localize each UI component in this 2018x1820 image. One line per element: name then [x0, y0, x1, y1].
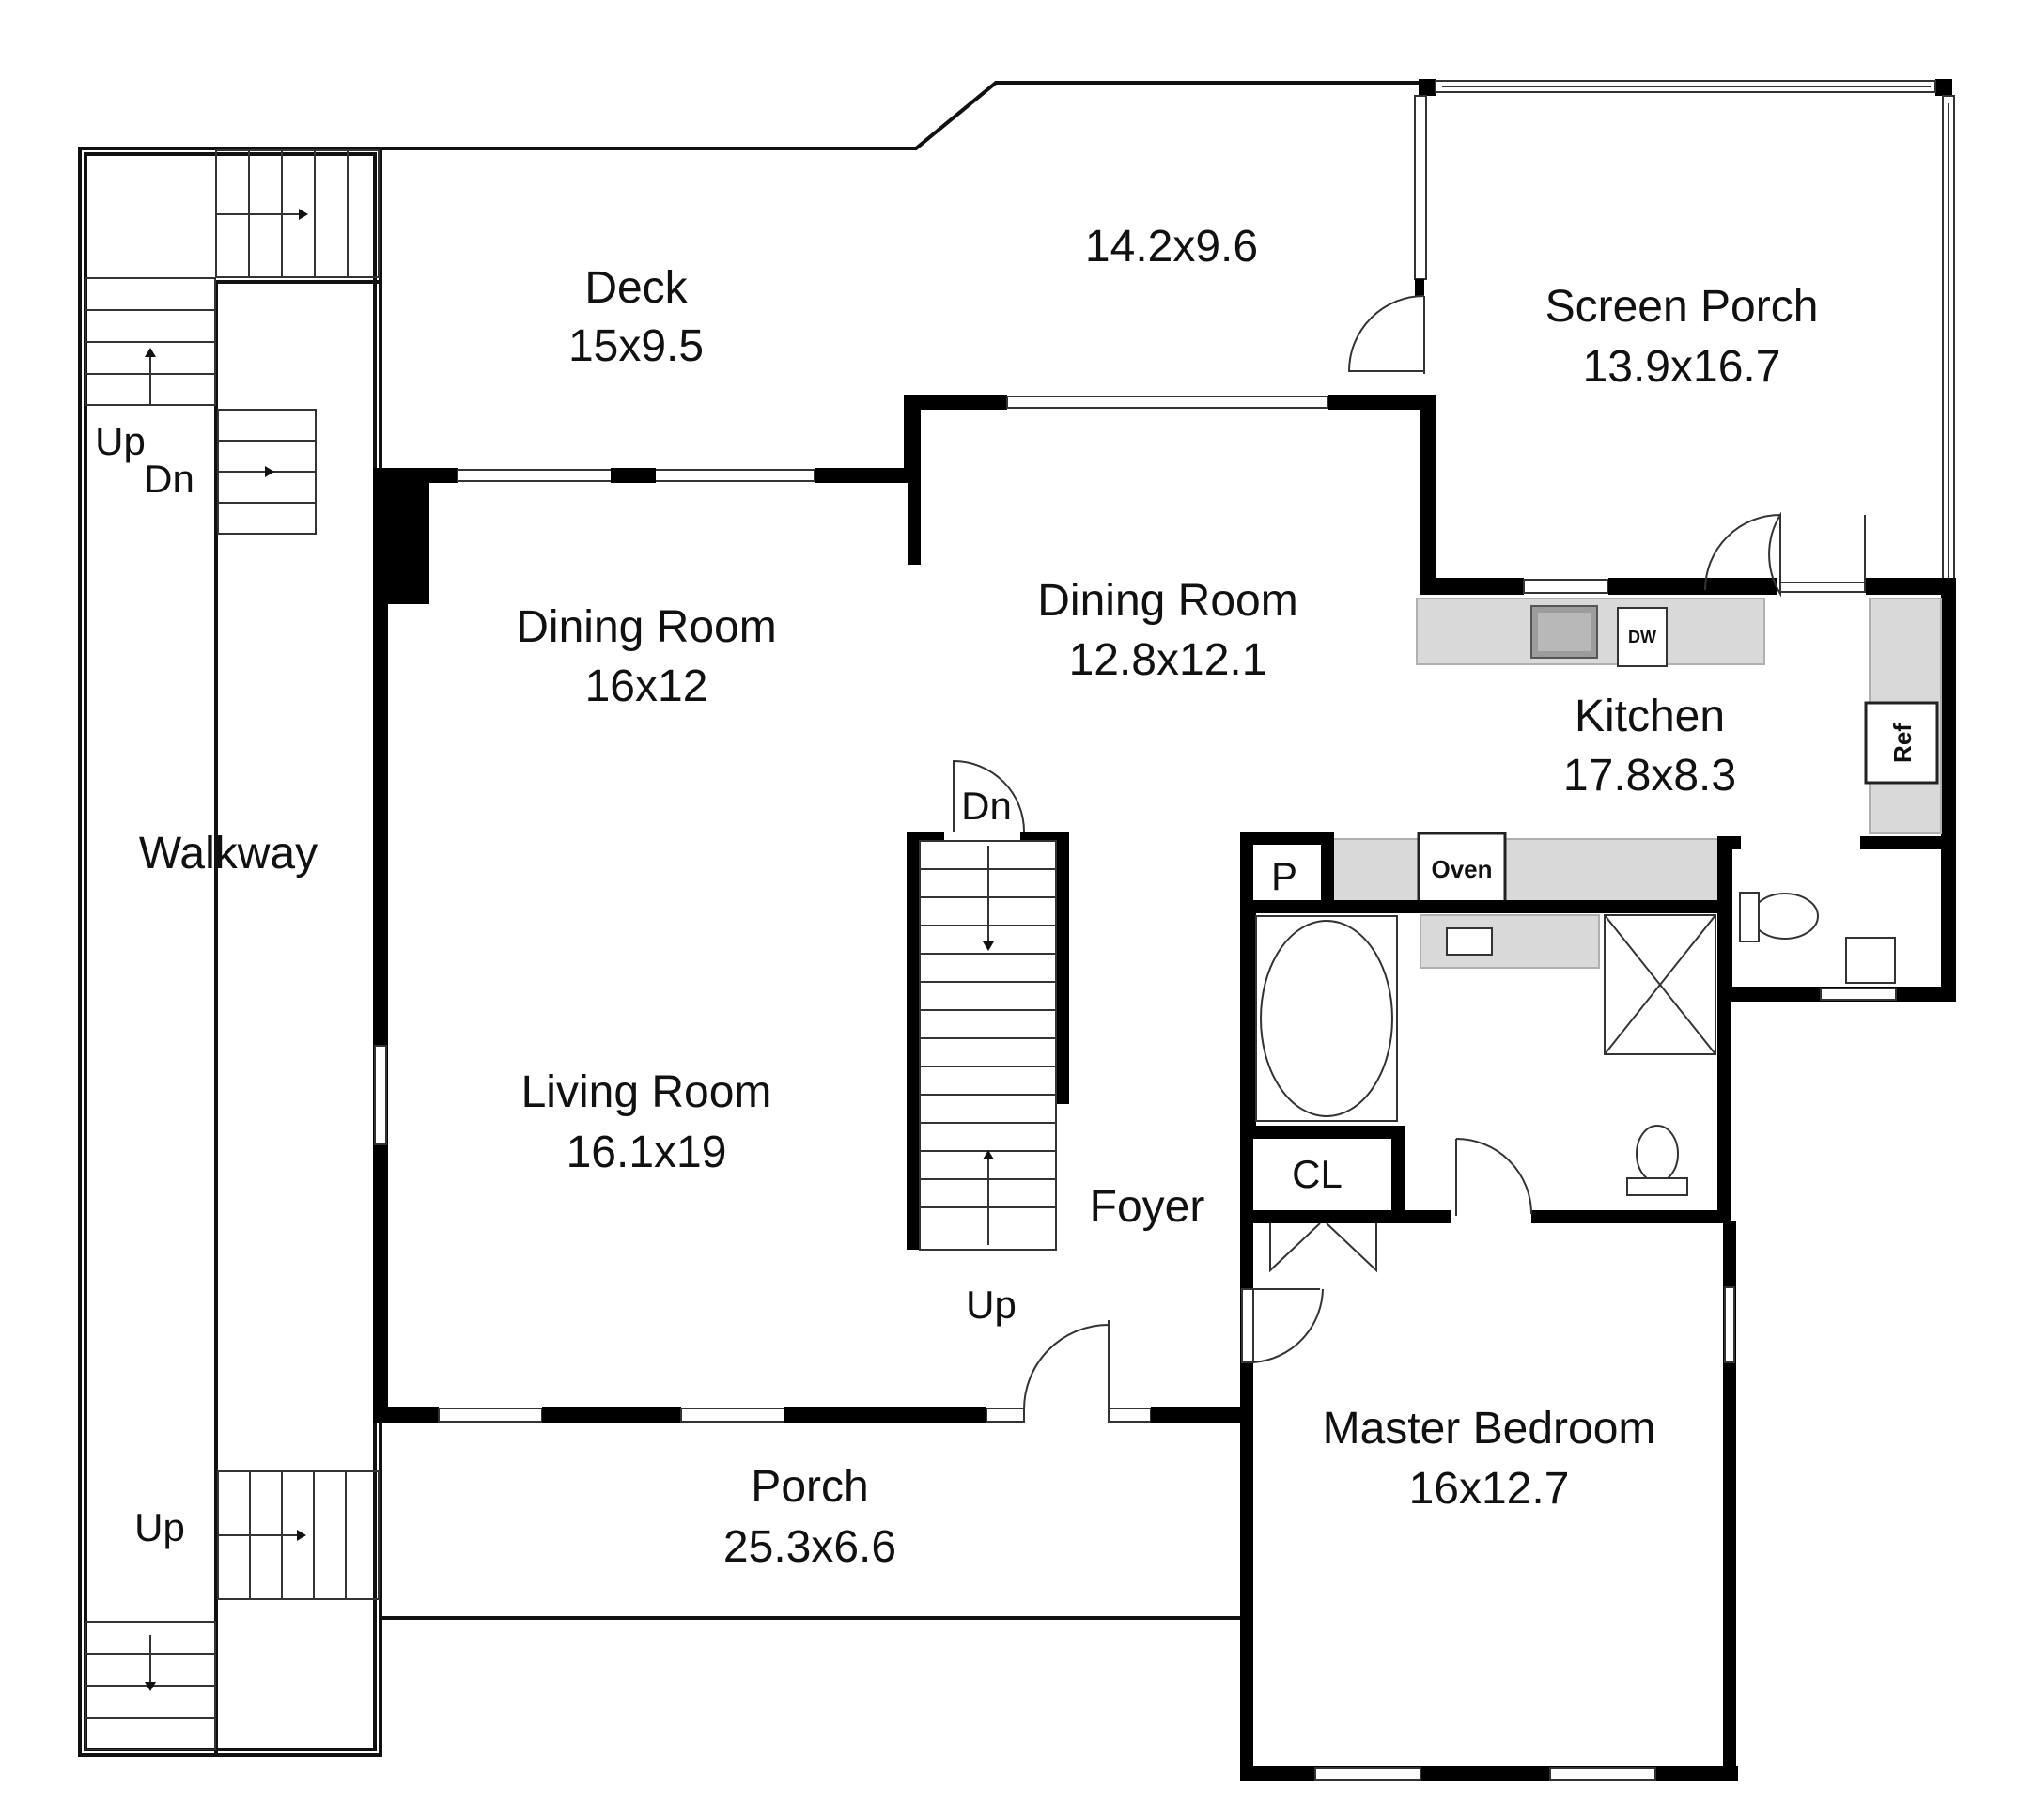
interior-stair	[907, 759, 1069, 1251]
up-label-stair: Up	[966, 1283, 1017, 1327]
screen-porch-name: Screen Porch	[1545, 282, 1819, 332]
stair-mid-down	[217, 409, 317, 535]
bathtub-icon	[1260, 920, 1393, 1117]
porch-outline	[379, 1419, 1240, 1620]
up-label-walkway-top: Up	[95, 419, 146, 463]
pantry-label: P	[1271, 854, 1297, 898]
dining-right-dim: 12.8x12.1	[1069, 635, 1267, 685]
screen-porch-door	[1347, 295, 1425, 374]
dw-label: DW	[1628, 628, 1656, 646]
porch-name: Porch	[751, 1462, 868, 1512]
dining-right-name: Dining Room	[1037, 576, 1297, 626]
master-name: Master Bedroom	[1323, 1404, 1656, 1454]
oven-label: Oven	[1431, 855, 1492, 883]
refrigerator-icon	[1864, 701, 1939, 785]
toilet-icon	[1636, 1125, 1679, 1183]
stair-bottom-right	[217, 1470, 380, 1600]
living-name: Living Room	[521, 1067, 772, 1117]
up-label-walkway-bottom: Up	[134, 1505, 185, 1549]
dishwasher-icon	[1617, 607, 1668, 667]
kitchen-dim: 17.8x8.3	[1563, 751, 1736, 801]
walkway-name: Walkway	[139, 829, 318, 879]
kitchen-name: Kitchen	[1575, 692, 1725, 741]
dn-label-walkway: Dn	[144, 457, 194, 501]
screen-porch-frame	[1414, 79, 1955, 583]
dining-left-name: Dining Room	[516, 602, 776, 652]
stair-top-right	[215, 149, 380, 278]
dn-label-stair: Dn	[961, 784, 1012, 828]
stair-bottom-left	[85, 1621, 216, 1750]
living-dim: 16.1x19	[567, 1128, 727, 1177]
stair-top-left	[85, 277, 216, 406]
porch-dim: 25.3x6.6	[723, 1522, 896, 1572]
front-door	[1023, 1320, 1110, 1410]
half-bath-toilet-icon	[1751, 893, 1819, 940]
deck-right-dim: 14.2x9.6	[1085, 222, 1258, 272]
walkway-outline	[78, 147, 382, 1757]
ref-label: Ref	[1888, 723, 1917, 763]
building-walls	[373, 395, 1956, 1423]
dining-left-dim: 16x12	[585, 661, 708, 711]
deck-name: Deck	[584, 263, 688, 313]
screen-porch-dim: 13.9x16.7	[1583, 342, 1781, 392]
oven-icon	[1417, 832, 1507, 909]
closet-label: CL	[1292, 1152, 1343, 1196]
deck-dim: 15x9.5	[568, 321, 704, 371]
bath-walls	[1240, 832, 1954, 1781]
foyer-name: Foyer	[1090, 1182, 1205, 1232]
master-dim: 16x12.7	[1409, 1464, 1570, 1514]
